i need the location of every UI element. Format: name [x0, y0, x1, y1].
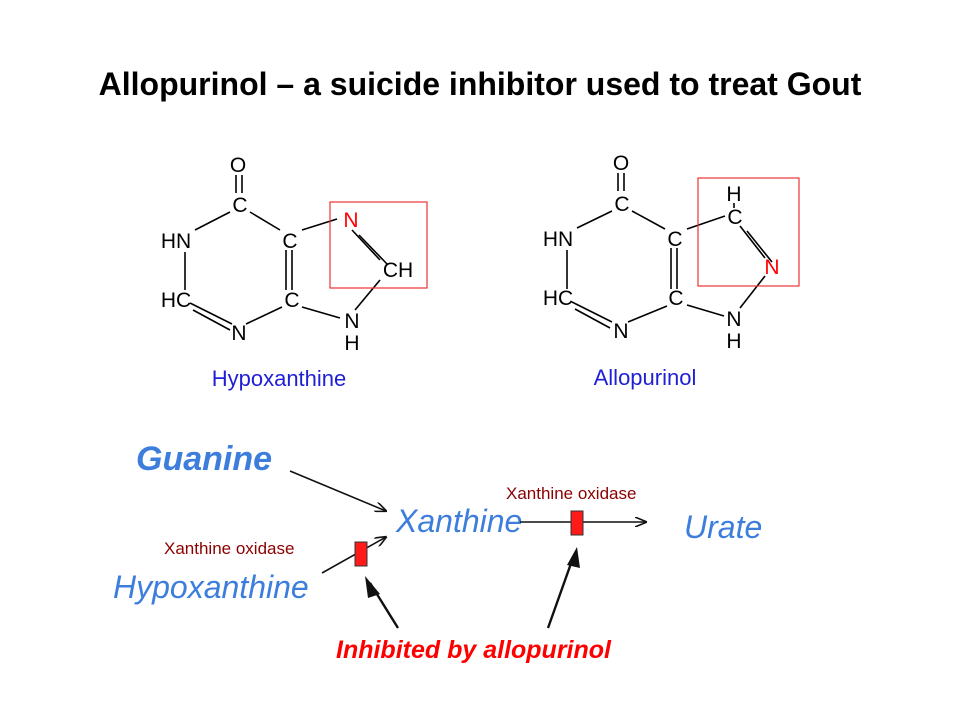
hypoxanthine-atom-nh-n: N	[344, 310, 359, 333]
inhibition-arrow-right-shaft	[546, 554, 576, 629]
hypoxanthine-highlight-box	[329, 201, 428, 289]
arrow-guanine-to-xanthine	[289, 470, 386, 511]
hypoxanthine-atom-hn: HN	[161, 230, 191, 253]
enzyme-block-right	[570, 510, 584, 536]
hypoxanthine-atom-n-ring: N	[343, 209, 358, 232]
allopurinol-atom-n-bottom: N	[613, 320, 628, 343]
hypoxanthine-atom-c-top: C	[232, 194, 247, 217]
pathway-xanthine-label: Xanthine	[395, 503, 522, 539]
allopurinol-label: Allopurinol	[594, 365, 697, 390]
pathway-urate-label: Urate	[684, 509, 762, 545]
allopurinol-atom-c-right-top: C	[667, 228, 682, 251]
hypoxanthine-atom-nh-h: H	[344, 332, 359, 355]
hypoxanthine-bonds	[184, 175, 388, 331]
hypoxanthine-label: Hypoxanthine	[212, 366, 347, 391]
hypoxanthine-atom-c-right-top: C	[282, 230, 297, 253]
allopurinol-bonds	[566, 173, 773, 329]
allopurinol-highlight-box	[697, 177, 800, 287]
allopurinol-atom-c-top: C	[614, 193, 629, 216]
hypoxanthine-atom-c-right-bottom: C	[284, 289, 299, 312]
pathway-hypoxanthine-label: Hypoxanthine	[113, 569, 309, 605]
hypoxanthine-atom-ch: CH	[383, 259, 413, 282]
hypoxanthine-structure: O C HN C HC C N N CH N H Hypoxanthine	[161, 154, 428, 391]
inhibition-arrow-left-head	[365, 576, 380, 598]
arrow-hypoxanthine-to-xanthine	[321, 537, 386, 574]
pathway-diagram: Guanine Xanthine Urate Hypoxanthine Xant…	[113, 440, 762, 664]
allopurinol-structure: O C HN C HC C N H C N N H Allopurinol	[543, 152, 800, 390]
allopurinol-atom-hn: HN	[543, 228, 573, 251]
allopurinol-atom-h-top: H	[726, 183, 741, 206]
enzyme-block-left	[354, 541, 368, 567]
enzyme-label-left: Xanthine oxidase	[164, 539, 294, 558]
allopurinol-atom-c-right-bottom: C	[668, 287, 683, 310]
slide-title: Allopurinol – a suicide inhibitor used t…	[98, 66, 862, 102]
hypoxanthine-atom-o: O	[230, 154, 246, 177]
allopurinol-atom-nh-n: N	[726, 308, 741, 331]
inhibition-arrow-right-head	[567, 547, 580, 568]
allopurinol-atom-o: O	[613, 152, 629, 175]
allopurinol-atom-nh-h: H	[726, 330, 741, 353]
hypoxanthine-atom-n-bottom: N	[231, 322, 246, 345]
allopurinol-atom-n-ring: N	[764, 256, 779, 279]
hypoxanthine-atom-hc: HC	[161, 289, 191, 312]
inhibited-by-label: Inhibited by allopurinol	[336, 636, 612, 664]
allopurinol-atom-hc: HC	[543, 287, 573, 310]
allopurinol-atom-c-ring: C	[727, 206, 742, 229]
pathway-guanine-label: Guanine	[136, 440, 272, 478]
enzyme-label-right: Xanthine oxidase	[506, 484, 636, 503]
